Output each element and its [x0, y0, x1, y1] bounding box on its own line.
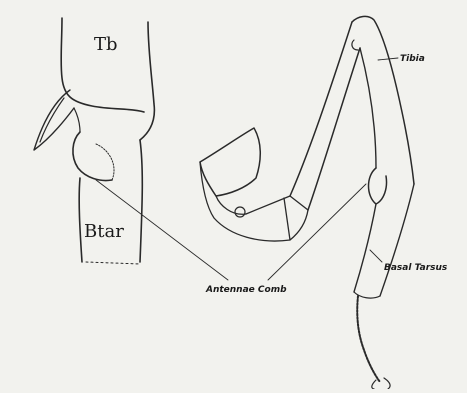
leader-tibia [378, 58, 398, 60]
label-antennae-comb: Antennae Comb [205, 285, 287, 295]
leg-trochanter [246, 196, 308, 214]
closeup-btar-bottom [86, 262, 140, 264]
leg-knee-notch [352, 40, 358, 50]
closeup-tibia-outline [61, 18, 144, 112]
closeup-comb-bristles [96, 144, 114, 180]
leg-femur-lower [200, 162, 308, 241]
leg-tibia-right [360, 48, 376, 168]
label-basal-tarsus: Basal Tarsus [384, 263, 448, 273]
closeup-tibia-right-edge [140, 22, 154, 140]
leader-basal-tarsus [370, 250, 382, 262]
leg-segment-line [284, 198, 290, 240]
leg-coxa-joint [216, 196, 246, 214]
whole-leg: Tibia Basal Tarsus [200, 16, 448, 389]
label-btar: Btar [84, 221, 124, 242]
closeup-leg-joint: Tb Btar [34, 18, 154, 264]
label-tibia: Tibia [400, 54, 425, 64]
leg-tibia-top [352, 16, 414, 184]
closeup-spur-inner [40, 98, 64, 142]
leg-joint-circle [235, 207, 245, 217]
label-tb: Tb [94, 34, 118, 55]
leg-femur-outline [200, 128, 260, 196]
leg-comb-notch [369, 168, 387, 204]
leg-basal-tarsus-right [380, 184, 414, 296]
leg-distal-tarsus [357, 296, 380, 382]
closeup-btar-right [140, 140, 142, 262]
leg-basal-tarsus-left [354, 204, 376, 292]
closeup-btar-left [79, 178, 82, 262]
leg-claw [372, 378, 390, 389]
closeup-spur-base [74, 108, 80, 132]
closeup-comb-notch [73, 132, 112, 181]
